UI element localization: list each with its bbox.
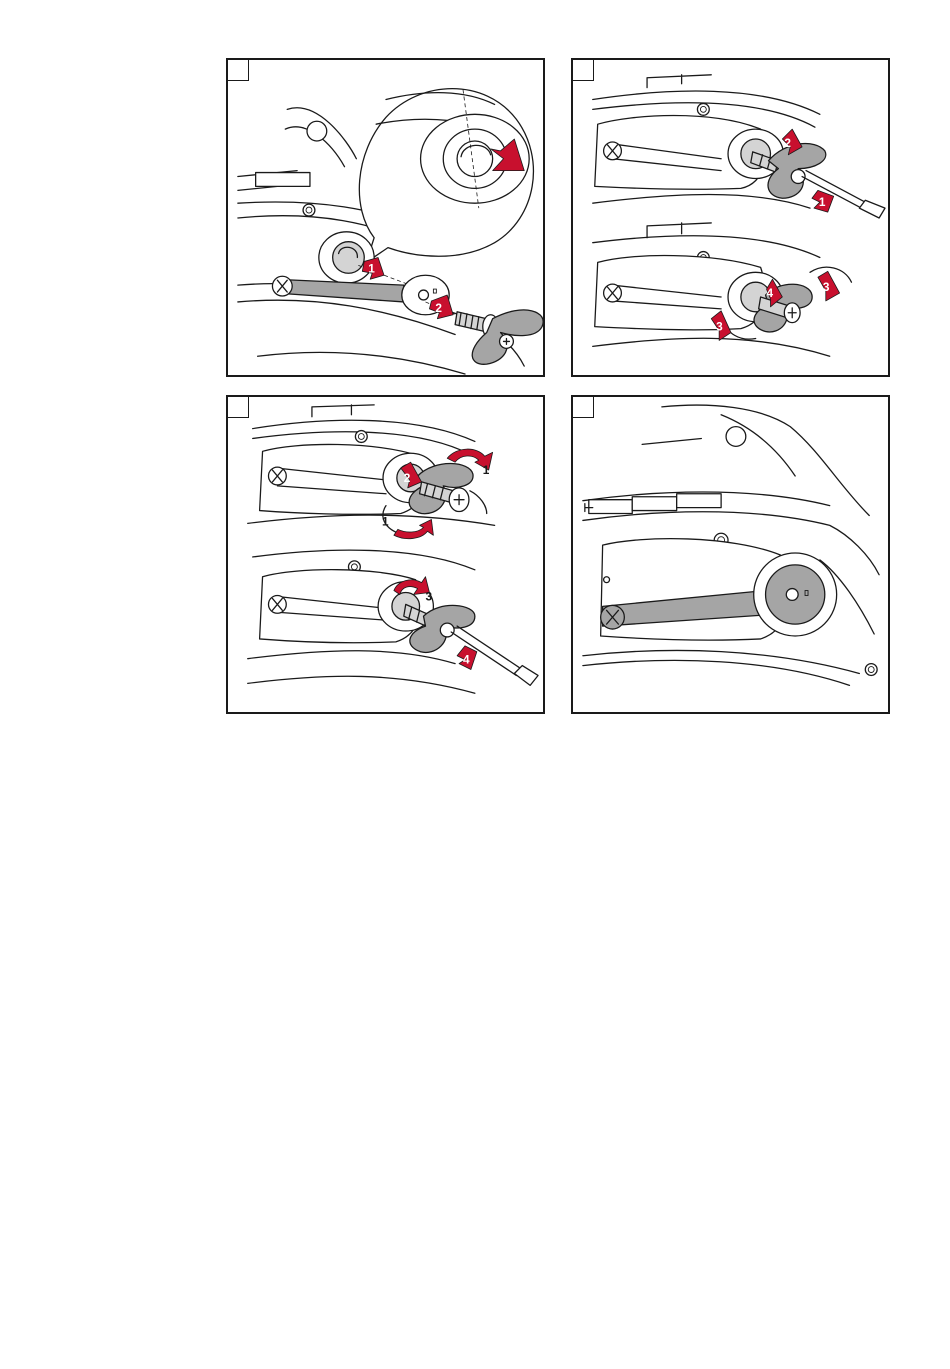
panel-number-box — [573, 60, 594, 81]
housing-hole — [726, 427, 746, 447]
panel-number-box — [228, 397, 249, 418]
svg-text:3: 3 — [823, 280, 830, 294]
svg-text:3: 3 — [425, 589, 432, 603]
svg-text:1: 1 — [368, 261, 375, 275]
svg-text:4: 4 — [463, 653, 470, 667]
instruction-panel-1: 1 2 — [226, 58, 545, 377]
step-arrow-4-lower: 4 — [457, 646, 477, 670]
instruction-panel-2: 2 1 4 3 3 — [571, 58, 890, 377]
assembly-illustration-4 — [573, 397, 888, 712]
assembly-illustration-3: 1 2 1 3 4 — [228, 397, 543, 712]
step-arrow-1-upper: 1 — [812, 190, 834, 212]
svg-text:2: 2 — [784, 136, 791, 150]
panel-number-box — [573, 397, 594, 418]
assembly-illustration-2: 2 1 4 3 3 — [573, 60, 888, 375]
svg-text:2: 2 — [404, 471, 411, 485]
screw-head — [303, 204, 315, 216]
svg-text:1: 1 — [483, 463, 490, 477]
lever-shaft — [275, 279, 403, 302]
panel-number-box — [228, 60, 249, 81]
svg-text:1: 1 — [382, 514, 389, 528]
step-arrow-3-right: 3 — [818, 271, 840, 301]
housing-hole — [307, 121, 327, 141]
svg-text:1: 1 — [819, 195, 826, 209]
instruction-panel-4 — [571, 395, 890, 714]
assembly-illustration-1: 1 2 — [228, 60, 543, 375]
svg-text:2: 2 — [435, 301, 442, 315]
instruction-panel-3: 1 2 1 3 4 — [226, 395, 545, 714]
svg-text:4: 4 — [767, 286, 774, 300]
svg-text:3: 3 — [716, 320, 723, 334]
